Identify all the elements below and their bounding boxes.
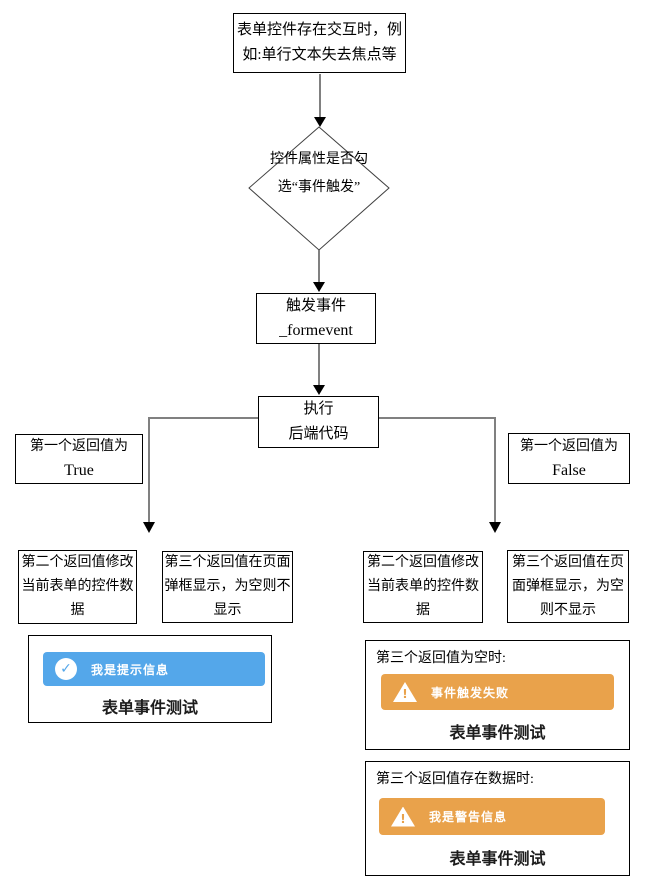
node-third-return-left-label: 第三个返回值在页面弹框显示，为空则不显示 — [164, 555, 291, 618]
example-with-data-panel: 第三个返回值存在数据时: ! 我是警告信息 表单事件测试 — [365, 761, 630, 876]
node-decision: 控件属性是否勾选“事件触发” — [269, 146, 369, 230]
node-third-return-left: 第三个返回值在页面弹框显示，为空则不显示 — [162, 551, 293, 623]
node-return-false: 第一个返回值为 False — [508, 433, 630, 484]
success-toast-message: 我是提示信息 — [91, 662, 170, 677]
node-return-false-line1: 第一个返回值为 — [520, 438, 618, 454]
node-second-return-right-label: 第二个返回值修改当前表单的控件数据 — [367, 555, 479, 618]
node-return-true-line2: True — [64, 462, 94, 479]
warning-icon: ! — [393, 682, 417, 702]
node-execute-backend: 执行 后端代码 — [258, 396, 379, 448]
node-trigger-line2: _formevent — [279, 322, 353, 339]
fail-toast-message: 事件触发失败 — [431, 685, 510, 700]
form-title: 表单事件测试 — [449, 725, 546, 742]
form-title: 表单事件测试 — [449, 851, 546, 868]
node-trigger-event: 触发事件 _formevent — [256, 293, 376, 344]
fail-toast: ! 事件触发失败 — [381, 674, 614, 710]
success-toast: ✓ 我是提示信息 — [43, 652, 265, 686]
node-execute-line1: 执行 — [303, 401, 334, 417]
warning-toast: ! 我是警告信息 — [379, 798, 605, 835]
example-with-data-heading: 第三个返回值存在数据时: — [376, 772, 534, 787]
example-empty-heading: 第三个返回值为空时: — [376, 651, 506, 666]
node-return-false-line2: False — [552, 461, 586, 479]
example-empty-panel: 第三个返回值为空时: ! 事件触发失败 表单事件测试 — [365, 640, 630, 750]
node-trigger-line1: 触发事件 — [285, 298, 346, 314]
node-return-true-line1: 第一个返回值为 — [30, 439, 128, 454]
warning-toast-message: 我是警告信息 — [429, 810, 508, 824]
form-title: 表单事件测试 — [101, 700, 198, 717]
node-second-return-left-label: 第二个返回值修改当前表单的控件数据 — [21, 555, 134, 618]
check-icon: ✓ — [55, 658, 77, 680]
example-success-panel: ✓ 我是提示信息 表单事件测试 — [28, 635, 272, 723]
node-third-return-right: 第三个返回值在页面弹框显示，为空则不显示 — [507, 550, 629, 623]
warning-icon: ! — [391, 806, 415, 827]
node-start-label: 表单控件存在交互时，例如:单行文本失去焦点等 — [236, 22, 402, 63]
node-start: 表单控件存在交互时，例如:单行文本失去焦点等 — [233, 13, 406, 73]
node-second-return-left: 第二个返回值修改当前表单的控件数据 — [18, 550, 137, 624]
node-third-return-right-label: 第三个返回值在页面弹框显示，为空则不显示 — [512, 554, 624, 618]
node-execute-line2: 后端代码 — [288, 426, 349, 442]
node-decision-label: 控件属性是否勾选“事件触发” — [270, 152, 368, 195]
node-second-return-right: 第二个返回值修改当前表单的控件数据 — [363, 551, 483, 623]
node-return-true: 第一个返回值为 True — [15, 434, 143, 484]
